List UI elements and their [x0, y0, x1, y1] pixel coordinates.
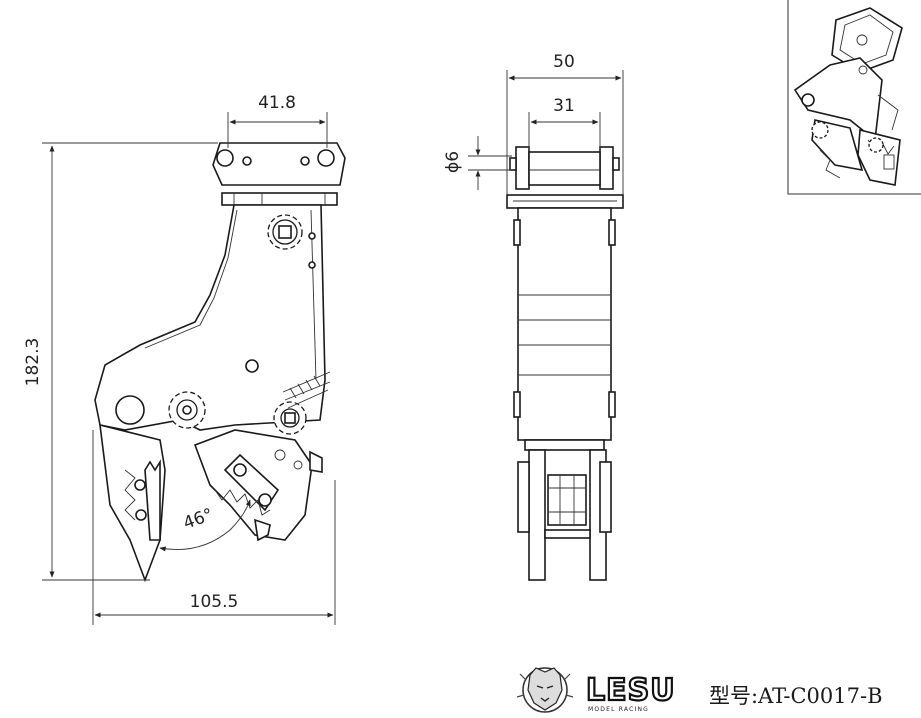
- brand-subtitle: MODEL RACING: [588, 706, 649, 713]
- front-view: [94, 142, 346, 583]
- lesu-logo: LESU MODEL RACING: [516, 667, 676, 713]
- dim-top-width: 41.8: [258, 93, 296, 113]
- brand-name: LESU: [586, 673, 676, 708]
- dim-pin-diameter: ϕ6: [443, 151, 463, 173]
- side-view: [506, 146, 624, 581]
- dim-side-inner: 31: [553, 96, 575, 116]
- front-dimensions: [42, 112, 336, 625]
- side-dimensions: [468, 70, 624, 195]
- dim-bottom-width: 105.5: [190, 592, 239, 612]
- dim-side-width: 50: [553, 52, 575, 72]
- isometric-inset: [787, 0, 921, 195]
- model-number: 型号:AT-C0017-B: [709, 684, 883, 708]
- dim-angle: 46°: [181, 505, 216, 534]
- lion-head-icon: [516, 667, 574, 713]
- dim-height: 182.3: [23, 338, 43, 387]
